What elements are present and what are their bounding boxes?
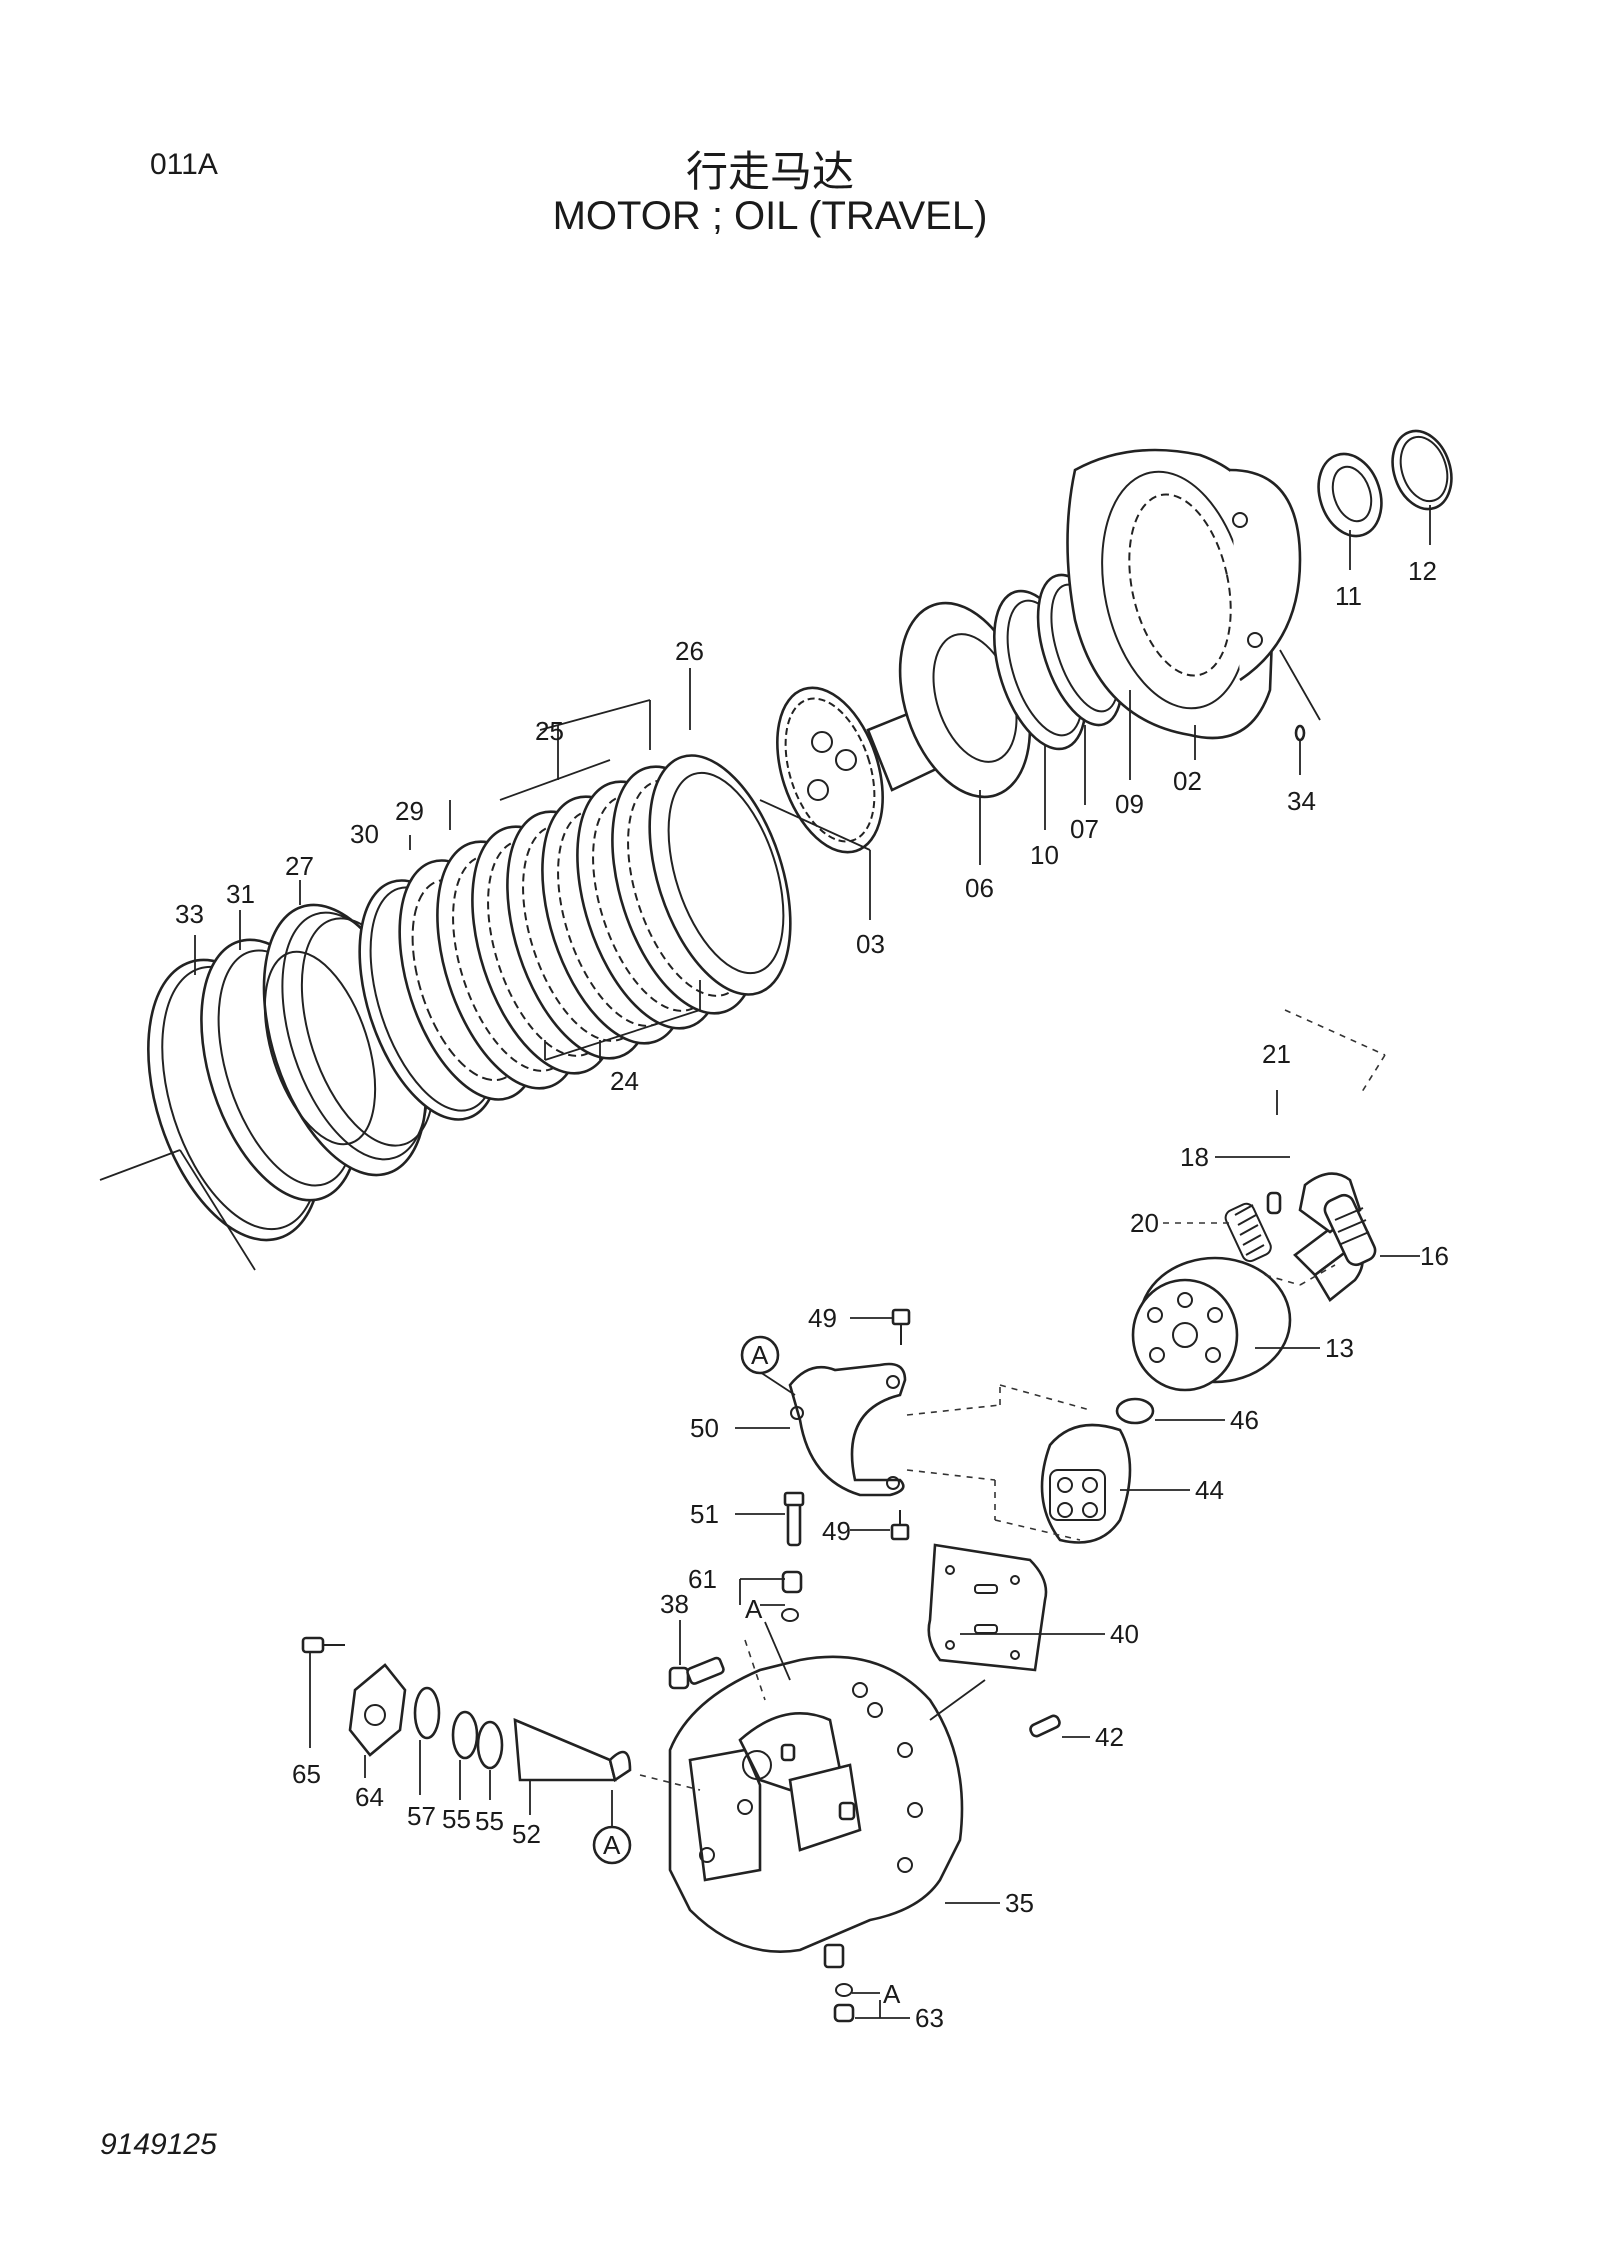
label-part-12: 12 — [1408, 556, 1437, 586]
label-part-64: 64 — [355, 1782, 384, 1812]
part-42-pin — [1029, 1714, 1061, 1738]
part-61-plug — [781, 1570, 803, 1622]
label-part-63: 63 — [915, 2003, 944, 2033]
circle-ref-a-upper-label: A — [751, 1340, 769, 1370]
label-part-24: 24 — [610, 1066, 639, 1096]
label-part-16: 16 — [1420, 1241, 1449, 1271]
part-65-bolt — [301, 1636, 345, 1654]
part-24-25-plate-stack — [436, 765, 759, 1090]
label-part-27: 27 — [285, 851, 314, 881]
part-57-o-ring — [413, 1686, 441, 1740]
part-49-bolt-upper — [891, 1308, 911, 1345]
label-part-06: 06 — [965, 873, 994, 903]
part-50-swash-plate — [788, 1362, 907, 1497]
part-52-piston-rod — [513, 1717, 632, 1783]
label-part-49-lower: 49 — [822, 1516, 851, 1546]
label-part-29: 29 — [395, 796, 424, 826]
label-part-11: 11 — [1335, 581, 1362, 611]
label-part-02: 02 — [1173, 766, 1202, 796]
label-part-65: 65 — [292, 1759, 321, 1789]
part-46-plunger — [1115, 1397, 1155, 1425]
title-chinese: 行走马达 — [685, 147, 854, 196]
part-12-snap-ring — [1391, 429, 1453, 511]
label-part-38: 38 — [660, 1589, 689, 1619]
part-49-bolt-lower — [890, 1510, 910, 1541]
part-55-backup-ring-1 — [451, 1710, 479, 1760]
label-part-46: 46 — [1230, 1405, 1259, 1435]
label-part-10: 10 — [1030, 840, 1059, 870]
part-34-plug — [1294, 724, 1306, 742]
title-english: MOTOR ; OIL (TRAVEL) — [552, 194, 988, 238]
page-code: 011A — [150, 148, 218, 181]
part-35-motor-casing — [668, 1655, 964, 1969]
right-leader-lines — [735, 1009, 1420, 1541]
label-part-33: 33 — [175, 899, 204, 929]
label-part-50: 50 — [690, 1413, 719, 1443]
label-part-44: 44 — [1195, 1475, 1224, 1505]
ref-a-part-61: A — [745, 1594, 763, 1624]
ref-a-part-63: A — [883, 1979, 901, 2009]
upper-leader-lines — [99, 505, 1431, 1271]
circle-ref-a-upper — [740, 1335, 780, 1375]
label-part-51: 51 — [690, 1499, 719, 1529]
label-part-35: 35 — [1005, 1888, 1034, 1918]
label-part-55-second: 55 — [475, 1806, 504, 1836]
label-part-21: 21 — [1262, 1039, 1291, 1069]
part-51-screw — [783, 1491, 805, 1547]
label-part-40: 40 — [1110, 1619, 1139, 1649]
part-64-flange — [348, 1663, 407, 1757]
part-40-cover-plate — [927, 1543, 1048, 1672]
part-21-pin — [1266, 1191, 1282, 1215]
label-part-55-first: 55 — [442, 1804, 471, 1834]
part-13-cylinder-block — [1131, 1256, 1292, 1392]
label-part-13: 13 — [1325, 1333, 1354, 1363]
label-part-31: 31 — [226, 879, 255, 909]
label-part-03: 03 — [856, 929, 885, 959]
label-part-09: 09 — [1115, 789, 1144, 819]
label-part-20: 20 — [1130, 1208, 1159, 1238]
part-20-spring — [1224, 1202, 1272, 1263]
label-part-25: 25 — [535, 716, 564, 746]
label-part-61: 61 — [688, 1564, 717, 1594]
label-part-26: 26 — [675, 636, 704, 666]
part-55-backup-ring-2 — [476, 1720, 504, 1770]
label-part-07: 07 — [1070, 814, 1099, 844]
part-16-spring-plunger — [1323, 1193, 1377, 1267]
part-63-plug — [833, 1983, 855, 2023]
circle-ref-a-lower-label: A — [603, 1830, 621, 1860]
drawing-number: 9149125 — [100, 2128, 217, 2161]
part-44-valve-plate — [1040, 1423, 1132, 1544]
part-11-seal — [1317, 452, 1383, 538]
label-part-42: 42 — [1095, 1722, 1124, 1752]
label-part-57: 57 — [407, 1801, 436, 1831]
lower-leader-lines — [309, 1578, 1105, 2019]
part-26-plate — [648, 754, 792, 996]
label-part-52: 52 — [512, 1819, 541, 1849]
label-part-34: 34 — [1287, 786, 1316, 816]
label-part-49-upper: 49 — [808, 1303, 837, 1333]
part-38-plug — [668, 1656, 725, 1690]
label-part-18: 18 — [1180, 1142, 1209, 1172]
part-02-housing — [1066, 448, 1302, 740]
label-part-30: 30 — [350, 819, 379, 849]
